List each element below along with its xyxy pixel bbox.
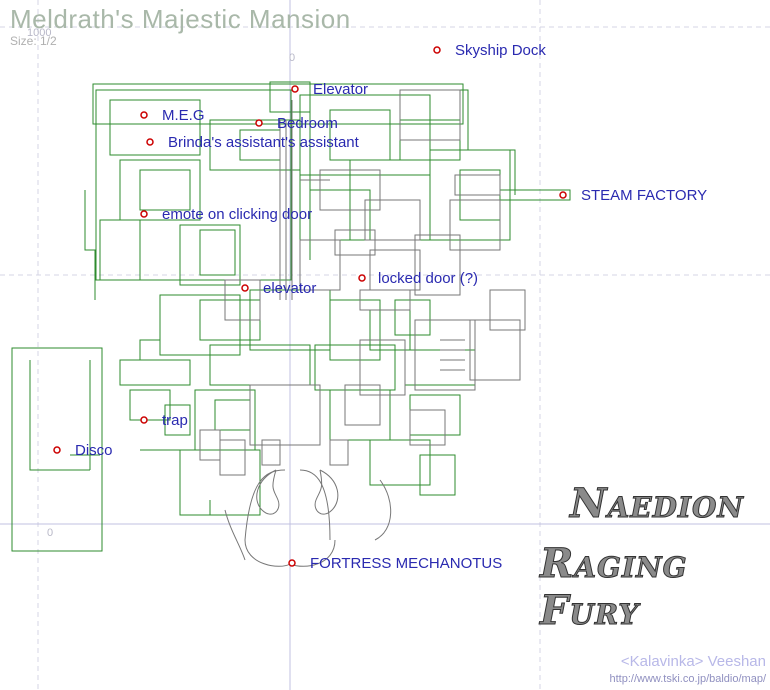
marker-elevator-upper <box>291 85 299 93</box>
marker-trap <box>140 416 148 424</box>
guild-line1: Naedion <box>570 480 744 528</box>
label-disco[interactable]: Disco <box>75 442 113 459</box>
label-skyship-dock[interactable]: Skyship Dock <box>455 42 546 59</box>
marker-skyship-dock <box>433 46 441 54</box>
label-emote-door[interactable]: emote on clicking door <box>162 206 313 223</box>
label-locked-door[interactable]: locked door (?) <box>378 270 479 287</box>
label-meg[interactable]: M.E.G <box>162 107 205 124</box>
walls-gray <box>199 89 526 567</box>
label-trap[interactable]: trap <box>162 412 188 429</box>
coord-bottom: 0 <box>47 527 54 539</box>
label-elevator-upper[interactable]: Elevator <box>313 81 369 98</box>
size-label: Size: 1/2 <box>10 34 57 48</box>
label-bedroom[interactable]: Bedroom <box>277 115 338 132</box>
marker-meg <box>140 111 148 119</box>
marker-bedroom <box>255 119 263 127</box>
marker-emote-door <box>140 210 148 218</box>
credit-author: <Kalavinka> Veeshan <box>620 653 766 670</box>
label-fortress-mechanotus[interactable]: FORTRESS MECHANOTUS <box>310 555 503 572</box>
map-title: Meldrath's Majestic Mansion <box>10 4 351 34</box>
marker-fortress-mechanotus <box>288 559 296 567</box>
marker-disco <box>53 446 61 454</box>
coord-marker: 0 <box>289 52 296 64</box>
walls-green <box>11 81 571 552</box>
marker-steam-factory <box>559 191 567 199</box>
coord-top: 1000 <box>27 27 52 39</box>
label-steam-factory[interactable]: STEAM FACTORY <box>581 187 708 204</box>
guild-line2: Raging Fury <box>540 540 688 635</box>
marker-elevator-lower <box>241 284 249 292</box>
label-elevator-lower[interactable]: elevator <box>263 280 317 297</box>
marker-brindas-assistant <box>146 138 154 146</box>
label-brindas-assistant[interactable]: Brinda's assistant's assistant <box>168 134 359 151</box>
marker-locked-door <box>358 274 366 282</box>
credit-url[interactable]: http://www.tski.co.jp/baldio/map/ <box>609 673 766 685</box>
marker-dots <box>53 46 567 567</box>
